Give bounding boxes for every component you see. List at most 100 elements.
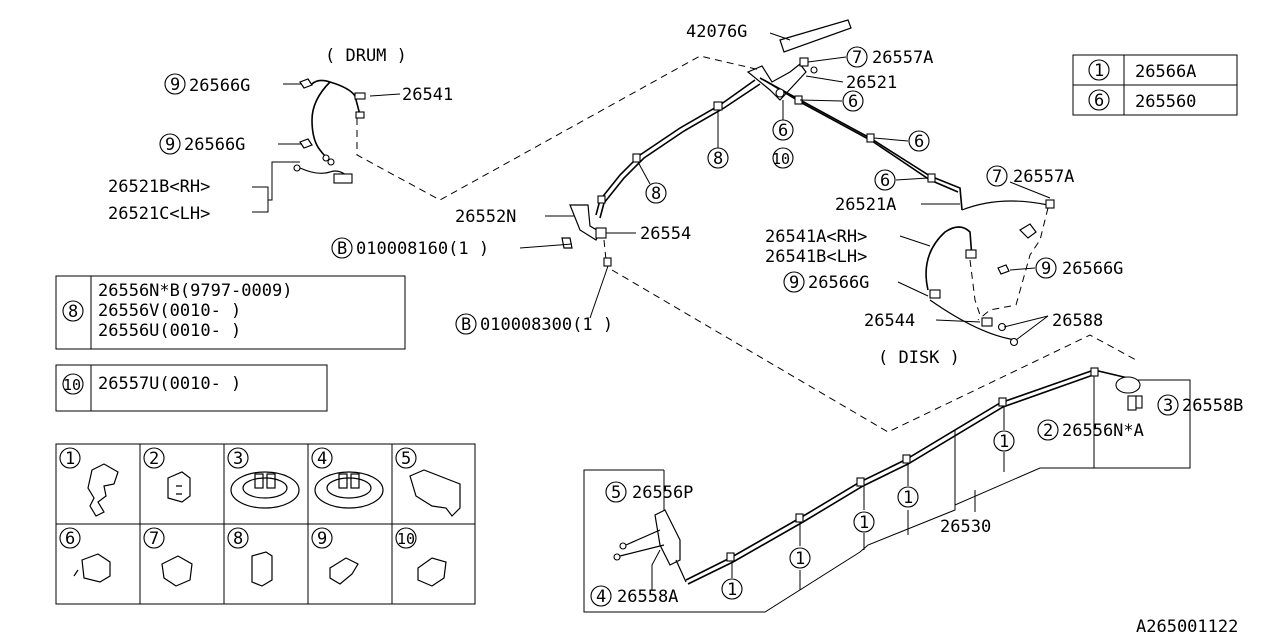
svg-text:7: 7 — [852, 48, 862, 68]
label-26566G-d: 26566G — [808, 273, 869, 293]
box10-line: 26557U(0010- ) — [98, 374, 241, 394]
label-26566G-b: 26566G — [184, 135, 245, 155]
marker-6 — [874, 169, 896, 191]
svg-text:1: 1 — [859, 513, 869, 533]
marker-1 — [721, 578, 743, 600]
disk-title: ( DISK ) — [878, 348, 960, 368]
clip-8-icon — [251, 551, 273, 587]
svg-text:10: 10 — [397, 530, 415, 548]
clip-9-b — [299, 138, 313, 149]
label-26541B: 26541B<LH> — [765, 247, 867, 267]
label-26552N: 26552N — [455, 207, 516, 227]
svg-text:3: 3 — [233, 449, 243, 469]
figure-id: A265001122 — [1136, 617, 1238, 637]
legend-table: 1 26566A 6 265560 — [1072, 54, 1238, 116]
svg-text:9: 9 — [170, 75, 180, 95]
clip-10-icon — [417, 557, 447, 587]
label-bolt-010008160: 010008160(1 ) — [356, 239, 489, 259]
clip-9-a — [299, 78, 313, 89]
label-26558B: 26558B — [1182, 396, 1243, 416]
label-26544: 26544 — [864, 311, 915, 331]
svg-text:1: 1 — [727, 580, 737, 600]
marker-10 — [772, 147, 794, 169]
svg-text:8: 8 — [233, 529, 243, 549]
label-26566G-c: 26566G — [1062, 259, 1123, 279]
marker-1 — [789, 547, 811, 569]
label-26521A: 26521A — [835, 195, 896, 215]
svg-text:5: 5 — [611, 483, 621, 503]
label-26521B: 26521B<RH> — [108, 177, 210, 197]
svg-text:8: 8 — [651, 184, 661, 204]
svg-text:10: 10 — [63, 376, 81, 394]
clip-grid: 1 2 3 4 5 6 7 8 9 10 — [55, 443, 476, 605]
svg-text:4: 4 — [596, 587, 606, 607]
svg-text:9: 9 — [165, 135, 175, 155]
legend-part-265560: 265560 — [1135, 92, 1196, 112]
marker-bolt — [455, 313, 477, 335]
marker-6 — [842, 90, 864, 112]
marker-7 — [846, 46, 868, 68]
rear-pipe-26530 — [685, 369, 1129, 581]
svg-text:9: 9 — [1041, 259, 1051, 279]
svg-text:B: B — [461, 315, 471, 335]
svg-text:6: 6 — [778, 121, 788, 141]
svg-text:6: 6 — [848, 92, 858, 112]
box8-line-3: 26556U(0010- ) — [98, 321, 241, 341]
svg-text:1: 1 — [903, 488, 913, 508]
marker-1 — [897, 486, 919, 508]
marker-bolt — [331, 237, 353, 259]
label-bolt-010008300: 010008300(1 ) — [480, 315, 613, 335]
label-26556P: 26556P — [632, 483, 693, 503]
drum-hose — [311, 79, 361, 116]
svg-text:2: 2 — [1043, 421, 1053, 441]
disk-bracket — [1019, 223, 1037, 239]
box-10-variants: 10 26557U(0010- ) — [55, 364, 328, 412]
disk-hose — [925, 226, 973, 291]
marker-3 — [1157, 394, 1179, 416]
box-8-variants: 8 26556N*B(9797-0009) 26556V(0010- ) 265… — [55, 275, 406, 350]
svg-text:6: 6 — [880, 171, 890, 191]
drum-title: ( DRUM ) — [325, 46, 407, 66]
grommet-3-icon — [230, 471, 300, 509]
marker-1 — [853, 511, 875, 533]
label-26588: 26588 — [1052, 311, 1103, 331]
svg-text:6: 6 — [914, 132, 924, 152]
label-26530: 26530 — [940, 517, 991, 537]
label-26541: 26541 — [402, 85, 453, 105]
svg-text:5: 5 — [401, 449, 411, 469]
svg-text:9: 9 — [317, 529, 327, 549]
pipe-to-rh — [759, 77, 963, 211]
svg-text:B: B — [337, 239, 347, 259]
connector-26554 — [595, 227, 607, 239]
svg-text:1: 1 — [795, 549, 805, 569]
marker-7 — [986, 165, 1008, 187]
svg-text:6: 6 — [1094, 91, 1104, 111]
label-26521: 26521 — [846, 73, 897, 93]
label-26557A-top: 26557A — [872, 48, 933, 68]
label-26556NA: 26556N*A — [1062, 421, 1144, 441]
marker-6 — [908, 130, 930, 152]
svg-text:8: 8 — [713, 149, 723, 169]
marker-8 — [645, 182, 667, 204]
svg-text:3: 3 — [1163, 396, 1173, 416]
svg-text:2: 2 — [149, 449, 159, 469]
label-26554: 26554 — [640, 224, 691, 244]
marker-9 — [783, 271, 805, 293]
svg-text:9: 9 — [789, 273, 799, 293]
bolt-icon — [561, 237, 573, 249]
pipe-guard-42076G — [779, 19, 852, 53]
clip-6-icon — [73, 553, 111, 583]
svg-text:8: 8 — [68, 302, 78, 322]
marker-9 — [159, 133, 181, 155]
legend-part-26566A: 26566A — [1135, 62, 1196, 82]
label-26541A: 26541A<RH> — [765, 227, 867, 247]
clip-2-icon — [167, 471, 191, 503]
clip-9-c — [997, 264, 1010, 275]
box8-line-2: 26556V(0010- ) — [98, 301, 241, 321]
valve-26558A — [654, 509, 681, 566]
label-26521C: 26521C<LH> — [108, 204, 210, 224]
label-42076G: 42076G — [686, 22, 747, 42]
marker-1 — [993, 430, 1015, 452]
svg-text:10: 10 — [772, 150, 790, 168]
